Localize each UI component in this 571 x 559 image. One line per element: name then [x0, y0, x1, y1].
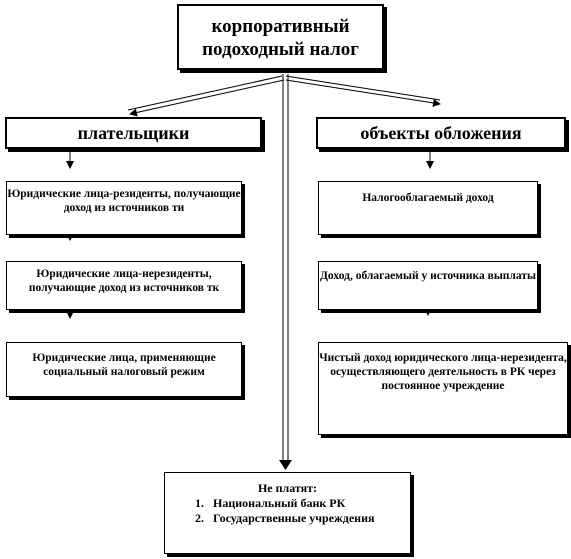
- exempt-item: Национальный банк РК: [207, 496, 410, 511]
- payer-item-label: Юридические лица-нерезиденты, получающие…: [28, 268, 220, 294]
- payer-item-special-regime: Юридические лица, применяющие социальный…: [6, 342, 242, 397]
- payers-header: плательщики: [77, 123, 190, 143]
- payer-item-nonresidents: Юридические лица-нерезиденты, получающие…: [6, 261, 242, 310]
- diagram-title: корпоративный подоходный налог: [202, 16, 359, 60]
- payer-item-label: Юридические лица-резиденты, получающие д…: [7, 188, 241, 214]
- object-item-net-income: Чистый доход юридического лица-нерезиден…: [318, 342, 568, 435]
- arrow-title-to-objects: [285, 75, 441, 107]
- payers-header-box: плательщики: [5, 117, 262, 149]
- objects-header: объекты обложения: [360, 123, 522, 143]
- payer-item-residents: Юридические лица-резиденты, получающие д…: [6, 181, 242, 235]
- diagram-title-box: корпоративный подоходный налог: [177, 4, 384, 70]
- arrow-title-to-exempt: [279, 74, 292, 470]
- exempt-header: Не платят:: [257, 481, 318, 495]
- object-item-label: Доход, облагаемый у источника выплаты: [320, 270, 536, 282]
- object-item-taxable-income: Налогооблагаемый доход: [318, 181, 538, 235]
- object-item-source-income: Доход, облагаемый у источника выплаты: [318, 261, 538, 310]
- payer-item-label: Юридические лица, применяющие социальный…: [32, 352, 216, 378]
- object-item-label: Налогооблагаемый доход: [362, 192, 494, 204]
- exempt-box: Не платят: Национальный банк РК Государс…: [164, 472, 411, 554]
- objects-header-box: объекты обложения: [316, 117, 566, 149]
- object-item-label: Чистый доход юридического лица-нерезиден…: [319, 352, 567, 392]
- exempt-item: Государственные учреждения: [207, 511, 410, 526]
- exempt-list: Национальный банк РК Государственные учр…: [165, 496, 410, 526]
- arrow-title-to-payers: [127, 75, 285, 117]
